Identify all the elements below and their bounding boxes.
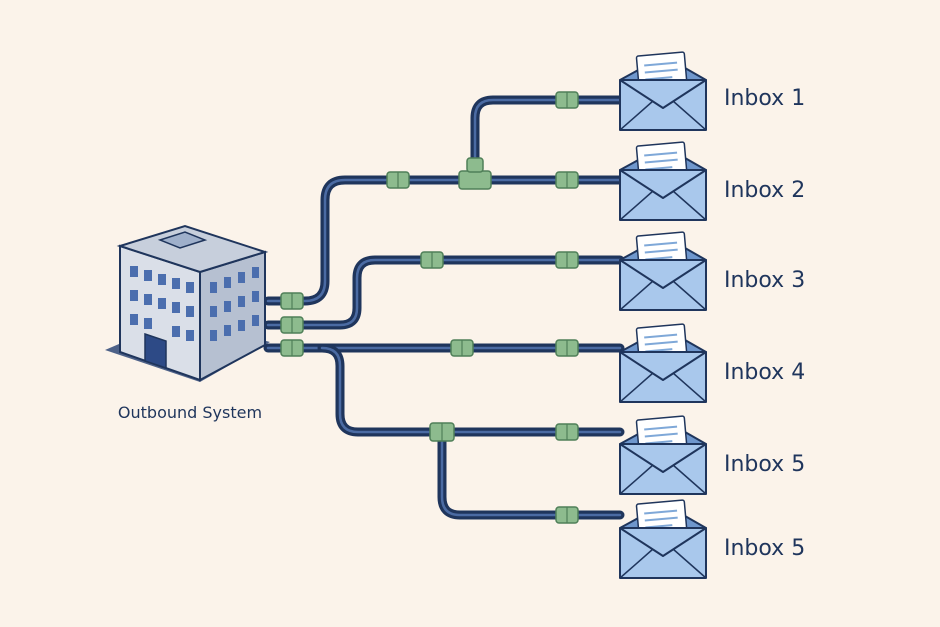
inbox-label: Inbox 5 — [724, 452, 805, 477]
pipe-trunk-a — [263, 175, 625, 306]
open-envelope-icon — [619, 323, 707, 403]
pipe-coupling — [420, 251, 444, 269]
open-envelope-icon — [619, 141, 707, 221]
pipe-branch-bottom — [437, 427, 625, 520]
building-windows — [130, 266, 259, 341]
inbox-label: Inbox 2 — [724, 178, 805, 203]
pipe-trunk-b — [263, 255, 625, 330]
inbox-3: Inbox 3 — [619, 231, 805, 311]
inbox-6: Inbox 5 — [619, 499, 805, 579]
open-envelope-icon — [619, 415, 707, 495]
pipe-tee-junction — [458, 157, 492, 190]
pipe-branch-lower — [317, 343, 625, 437]
pipe-branch-inbox-1 — [470, 95, 625, 185]
inbox-2: Inbox 2 — [619, 141, 805, 221]
pipe-coupling — [555, 91, 579, 109]
pipe-coupling — [280, 316, 304, 334]
building-door — [144, 332, 167, 370]
pipe-coupling — [555, 171, 579, 189]
pipe-coupling — [386, 171, 410, 189]
inbox-label: Inbox 4 — [724, 360, 805, 385]
pipe-coupling — [555, 339, 579, 357]
inbox-1: Inbox 1 — [619, 51, 805, 131]
pipe-coupling — [450, 339, 474, 357]
pipe-coupling — [280, 292, 304, 310]
pipe-coupling — [555, 423, 579, 441]
pipes — [263, 95, 625, 520]
inbox-label: Inbox 1 — [724, 86, 805, 111]
inbox-5: Inbox 5 — [619, 415, 805, 495]
inbox-label: Inbox 5 — [724, 536, 805, 561]
pipe-coupling — [555, 506, 579, 524]
pipe-connectors — [280, 91, 579, 524]
pipe-coupling — [280, 339, 304, 357]
open-envelope-icon — [619, 51, 707, 131]
inbox-4: Inbox 4 — [619, 323, 805, 403]
open-envelope-icon — [619, 499, 707, 579]
inbox-label: Inbox 3 — [724, 268, 805, 293]
open-envelope-icon — [619, 231, 707, 311]
pipe-coupling — [555, 251, 579, 269]
source-label: Outbound System — [118, 403, 262, 422]
office-building-icon — [105, 224, 270, 382]
pipe-tee-junction — [429, 422, 455, 442]
